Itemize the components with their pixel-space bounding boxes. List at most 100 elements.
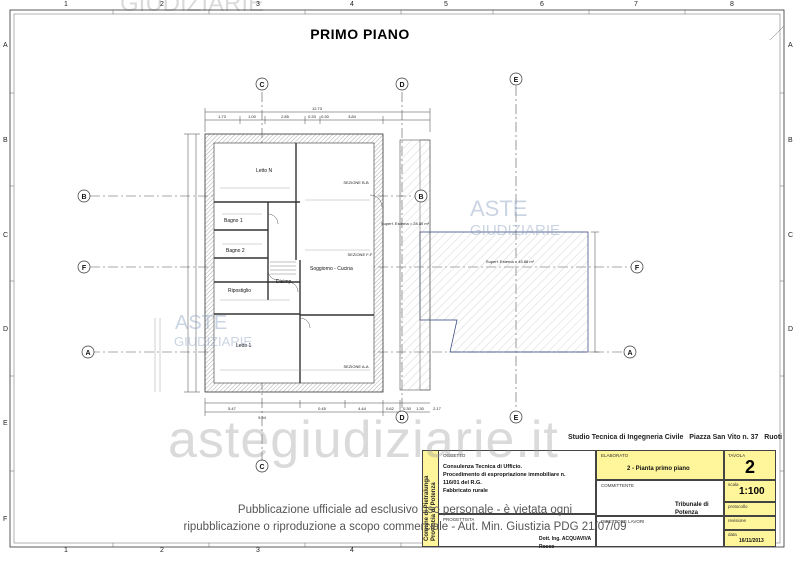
progettista-name: Dott. Ing. ACQUAVIVA Rocco: [539, 536, 591, 550]
dim-bottom-2: 0.45: [318, 406, 327, 411]
section-label-ff: SEZIONE F-F: [348, 252, 373, 257]
progettista-box: PROGETTISTA Dott. Ing. ACQUAVIVA Rocco: [438, 514, 596, 550]
row-e: E: [3, 420, 8, 427]
tavola-label: TAVOLA: [728, 453, 746, 458]
col-4: 4: [350, 1, 354, 8]
room-letto-n: Letto N: [256, 168, 273, 174]
elaborato-label: ELABORATO: [601, 453, 629, 458]
studio-header: Studio Tecnica di Ingegneria Civile Piaz…: [568, 434, 782, 441]
marker-a-left: A: [85, 350, 90, 357]
dim-bottom-6: 1.30: [416, 406, 425, 411]
oggetto-label: OGGETTO: [443, 453, 466, 458]
col-3: 3: [256, 1, 260, 8]
oggetto-text: Consulenza Tecnica di Ufficio. Procedime…: [443, 464, 566, 494]
room-bagno-1: Bagno 1: [224, 218, 243, 224]
watermark-logo-right: ASTE: [470, 196, 528, 221]
col-8: 8: [730, 1, 734, 8]
marker-e-bottom: E: [514, 415, 519, 422]
col-4-bottom: 4: [350, 547, 354, 554]
marker-f-left: F: [82, 265, 87, 272]
dim-top-2: 1.00: [248, 114, 257, 119]
row-a: A: [3, 42, 8, 49]
protocollo-box: protocollo: [724, 502, 776, 516]
protocollo-label: protocollo: [728, 504, 748, 509]
dim-bottom-total: 9.94: [258, 415, 267, 420]
direttore-box: DIRETTORE LAVORI: [596, 516, 724, 547]
notice-line-1: Pubblicazione ufficiale ad esclusivo uso…: [237, 504, 573, 516]
dim-bottom-5: 0.30: [403, 406, 412, 411]
room-soggiorno: Soggiorno - Cucina: [310, 266, 353, 272]
marker-d-top: D: [399, 82, 404, 89]
scala-value: 1:100: [739, 486, 765, 497]
progettista-label: PROGETTISTA: [443, 517, 475, 522]
col-6: 6: [540, 1, 544, 8]
oggetto-box: OGGETTO Consulenza Tecnica di Ufficio. P…: [438, 450, 596, 514]
scala-label: scala: [728, 482, 739, 487]
terrace-area-label: Superf. Esterna = 45.88 m²: [486, 259, 535, 264]
title-block: Studio Tecnica di Ingegneria Civile Piaz…: [400, 430, 782, 550]
scala-box: scala 1:100: [724, 480, 776, 502]
notice-line-2: ripubblicazione o riproduzione a scopo c…: [183, 521, 627, 533]
elaborato-text: 2 - Pianta primo piano: [627, 466, 690, 472]
room-ripostiglio: Ripostiglio: [228, 288, 251, 294]
committente-label: COMMITTENTE: [601, 483, 634, 488]
col-1-bottom: 1: [64, 547, 68, 554]
data-box: data 16/11/2013: [724, 530, 776, 547]
room-bagno-2: Bagno 2: [226, 248, 245, 254]
revisione-label: revisione: [728, 518, 747, 523]
row-b-right: B: [788, 137, 793, 144]
dim-bottom-1: 5.47: [228, 406, 237, 411]
tavola-number: 2: [745, 457, 756, 477]
watermark-top-fragment: GIUDIZIARIE: [120, 0, 265, 17]
marker-b-left: B: [81, 194, 86, 201]
row-f: F: [3, 516, 8, 523]
watermark-logo-left: ASTE: [175, 312, 228, 334]
col-2: 2: [160, 1, 164, 8]
direttore-label: DIRETTORE LAVORI: [601, 519, 645, 524]
dim-bottom-4: 0.62: [386, 406, 395, 411]
row-d-right: D: [788, 326, 794, 333]
room-disimpegno: Disimp.: [276, 279, 293, 285]
dim-top-3: 2.85: [281, 114, 290, 119]
marker-f-right: F: [635, 265, 640, 272]
balcony-area-label: Superf. Esterna = 28.80 m²: [381, 221, 430, 226]
section-label-bb: SEZIONE B-B: [343, 180, 369, 185]
dim-top-5: 0.30: [321, 114, 330, 119]
col-7: 7: [634, 1, 638, 8]
revisione-box: revisione: [724, 516, 776, 530]
row-b: B: [3, 137, 8, 144]
dim-bottom-7: 2.17: [433, 406, 442, 411]
dim-top-1: 1.73: [218, 114, 227, 119]
watermark-logo-left-sub: GIUDIZIARIE: [174, 334, 253, 349]
drawing-title: PRIMO PIANO: [310, 26, 410, 42]
data-label: data: [728, 532, 737, 537]
dim-top-total: 12.73: [312, 106, 323, 111]
room-letto-1: Letto 1: [236, 343, 252, 349]
watermark-logo-right-sub: GIUDIZIARIE: [470, 222, 561, 239]
studio-city: Ruoti: [764, 434, 783, 441]
row-c-right: C: [788, 232, 794, 239]
dim-top-4: 0.33: [308, 114, 317, 119]
marker-d-bottom: D: [399, 415, 404, 422]
marker-c-top: C: [259, 82, 264, 89]
col-2-bottom: 2: [160, 547, 164, 554]
marker-e-top: E: [514, 77, 519, 84]
watermark-site: astegiudiziarie.it: [168, 411, 559, 469]
marker-c-bottom: C: [259, 464, 264, 471]
studio-address: Piazza San Vito n. 37: [689, 434, 759, 441]
studio-name: Studio Tecnica di Ingegneria Civile: [568, 434, 684, 441]
marker-b-right: B: [418, 194, 423, 201]
dim-top-6: 3.84: [348, 114, 357, 119]
elaborato-box: ELABORATO 2 - Pianta primo piano: [596, 450, 724, 480]
section-label-aa: SEZIONE A-A: [343, 364, 368, 369]
marker-a-right: A: [627, 350, 632, 357]
col-1: 1: [64, 1, 68, 8]
col-5: 5: [444, 1, 448, 8]
row-d: D: [3, 326, 9, 333]
col-3-bottom: 3: [256, 547, 260, 554]
committente-box: COMMITTENTE Tribunale di Potenza: [596, 480, 724, 516]
data-value: 16/11/2013: [739, 538, 764, 544]
